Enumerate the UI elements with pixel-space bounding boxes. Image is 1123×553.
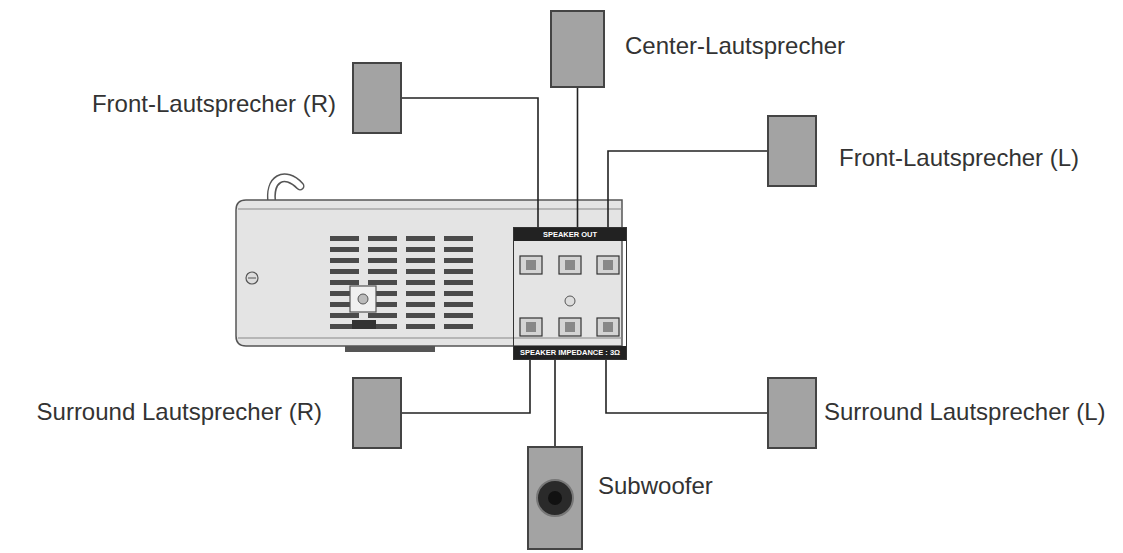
speaker-label: Surround Lautsprecher (R) <box>37 398 322 426</box>
speaker-box: Surround Lautsprecher (R) <box>352 377 402 449</box>
rating-plate <box>352 320 376 329</box>
housing-body <box>236 200 622 346</box>
housing-foot <box>345 346 435 352</box>
speaker-label: Front-Lautsprecher (L) <box>839 144 1079 172</box>
speaker-cable <box>402 98 538 227</box>
terminal <box>520 318 542 336</box>
terminal-socket <box>565 260 575 270</box>
screw <box>565 296 575 306</box>
panel-caption: SPEAKER OUT <box>514 228 626 241</box>
speaker-cable <box>577 88 579 227</box>
speaker-label: Surround Lautsprecher (L) <box>824 398 1105 426</box>
woofer-cone <box>537 480 573 516</box>
receiver-housing <box>236 178 622 352</box>
speaker-cable <box>402 360 530 413</box>
terminal-socket <box>603 322 613 332</box>
panel-caption: SPEAKER IMPEDANCE : 3Ω <box>514 346 626 359</box>
terminal <box>597 256 619 274</box>
speaker-terminals <box>520 256 619 336</box>
terminal-socket <box>565 322 575 332</box>
speaker-cable <box>606 360 767 413</box>
woofer-cap <box>548 491 562 505</box>
speaker-label: Center-Lautsprecher <box>625 32 845 60</box>
woofer-cone <box>529 448 581 548</box>
housing-edge <box>238 338 622 339</box>
vent-slots <box>330 236 473 332</box>
terminal <box>597 318 619 336</box>
speaker-cable <box>608 151 767 227</box>
subwoofer-box: Subwoofer <box>527 446 583 550</box>
terminal-socket <box>526 260 536 270</box>
terminal <box>520 256 542 274</box>
speaker-box: Front-Lautsprecher (R) <box>352 62 402 134</box>
screw <box>246 272 258 284</box>
terminal-socket <box>603 260 613 270</box>
housing-edge <box>238 209 622 210</box>
speaker-cable <box>554 360 556 446</box>
terminal-socket <box>526 322 536 332</box>
speaker-label: Subwoofer <box>598 472 713 500</box>
speaker-box: Center-Lautsprecher <box>550 10 605 88</box>
antenna-socket <box>358 294 368 304</box>
speaker-label: Front-Lautsprecher (R) <box>92 90 336 118</box>
terminal-panel: SPEAKER OUT SPEAKER IMPEDANCE : 3Ω <box>513 227 627 360</box>
screw-slot <box>248 278 256 279</box>
speaker-box: Surround Lautsprecher (L) <box>767 377 817 449</box>
terminal <box>559 256 581 274</box>
terminal <box>559 318 581 336</box>
speaker-box: Front-Lautsprecher (L) <box>767 115 817 187</box>
antenna-jack <box>350 286 376 312</box>
